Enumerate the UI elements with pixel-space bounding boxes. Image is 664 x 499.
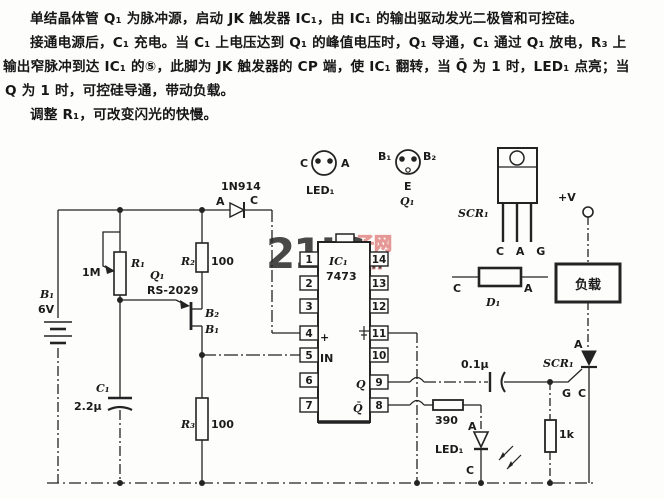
q1-label: Q₁ [150, 269, 164, 282]
scr1-label: SCR₁ [543, 357, 574, 370]
description-line-1: 单结晶体管 Q₁ 为脉冲源，启动 JK 触发器 IC₁，由 IC₁ 的输出驱动发… [30, 11, 584, 27]
scr1-package-pins: C A G [496, 245, 549, 258]
ic-pins-right: 14 13 12 11 10 9 8 [369, 251, 389, 413]
r1-label: R₁ [130, 257, 145, 270]
d1-anode-label: A [524, 282, 533, 295]
r3-value: 100 [211, 418, 234, 431]
description-line-2: 接通电源后，C₁ 充电。当 C₁ 上电压达到 Q₁ 的峰值电压时，Q₁ 导通，C… [30, 35, 627, 51]
led1-symbol: LED₁ A C [435, 420, 522, 477]
q1-pkg-e-label: E [404, 180, 412, 193]
scr1-gate-label: G [562, 387, 571, 400]
ic-pins-left: 1 2 3 4 5 6 7 [299, 251, 319, 413]
r3-label: R₃ [180, 418, 195, 431]
d1-package: C A D₁ [452, 266, 548, 309]
load-label: 负载 [575, 277, 601, 293]
resistor-1k: 1k [544, 419, 575, 453]
scr1-cathode-label: C [578, 387, 586, 400]
pin-1: 1 [305, 254, 312, 266]
q1-package-pinout: B₁ B₂ E Q₁ [378, 149, 436, 208]
led1-pkg-a-label: A [341, 157, 350, 170]
r1-value: 1M [82, 266, 101, 279]
ujt-q1: Q₁ RS-2029 B₂ B₁ [147, 269, 219, 336]
resistor-390: 390 [432, 399, 464, 427]
capacitor-0-1u: 0.1μ [461, 358, 506, 393]
battery-b1: B₁ 6V [38, 288, 72, 345]
pin-6: 6 [305, 375, 312, 387]
qbar-output-mark: Q̄ [353, 401, 363, 415]
pin-9: 9 [375, 377, 382, 389]
led1-pkg-name: LED₁ [306, 184, 335, 197]
scr1-package: SCR₁ C A G [458, 147, 549, 258]
q1-b1-label: B₁ [204, 323, 219, 336]
resistor-r2: R₂ 100 [180, 242, 234, 273]
ic-name: IC₁ [328, 255, 348, 268]
diode-cathode-label: C [250, 194, 258, 207]
r2-label: R₂ [180, 255, 195, 268]
d1-cathode-label: C [453, 282, 461, 295]
scr1-package-label: SCR₁ [458, 207, 489, 220]
diode-anode-label: A [216, 195, 225, 208]
supply-label: +V [558, 191, 576, 204]
q1-pkg-b1-label: B₁ [378, 150, 391, 163]
c1-value: 2.2μ [74, 400, 102, 413]
wires [47, 209, 597, 484]
c2-value: 0.1μ [461, 358, 489, 371]
mounting-hole-icon [509, 150, 525, 166]
pin-11: 11 [372, 328, 387, 340]
pin-10: 10 [372, 350, 387, 362]
led-light-arrows-icon [498, 445, 522, 470]
description-line-5: 调整 R₁，可改变闪光的快慢。 [30, 107, 218, 123]
emitter-arrow [180, 300, 190, 309]
battery-voltage: 6V [38, 303, 55, 316]
load-box: 负载 [554, 262, 622, 304]
ic-notch [335, 233, 355, 243]
scr1-symbol: SCR₁ A G C [543, 338, 597, 400]
pin-4: 4 [305, 328, 312, 340]
ic-part-number: 7473 [326, 270, 357, 283]
r5-value: 1k [559, 428, 575, 441]
wiper-arrow [105, 265, 115, 274]
capacitor-c1: C₁ 2.2μ [74, 382, 133, 413]
supply-terminal: +V [558, 191, 594, 218]
pin-14: 14 [372, 254, 387, 266]
description-line-4: Q 为 1 时，可控硅导通，带动负载。 [5, 83, 235, 99]
resistor-r3: R₃ 100 [180, 397, 234, 441]
pin-7: 7 [305, 400, 312, 412]
scr1-anode-label: A [574, 338, 583, 351]
q-output-mark: Q [356, 378, 366, 391]
q1-part-number: RS-2029 [147, 284, 199, 297]
pin-13: 13 [372, 278, 387, 290]
pin-3: 3 [305, 301, 312, 313]
pin-2: 2 [305, 278, 312, 290]
pin-5: 5 [305, 350, 312, 362]
description-line-3: 输出窄脉冲到达 IC₁ 的⑤，此脚为 JK 触发器的 CP 端，使 IC₁ 翻转… [3, 59, 630, 75]
pin-8: 8 [375, 400, 382, 412]
package-legs [501, 203, 533, 242]
diode-part-number: 1N914 [221, 180, 261, 193]
led1-cathode-label: C [466, 464, 474, 477]
potentiometer-r1: 1M R₁ [82, 251, 145, 296]
c1-label: C₁ [96, 382, 110, 395]
diode-1n914: 1N914 A C [216, 180, 261, 219]
d1-label: D₁ [485, 296, 500, 309]
vcc-plus-mark: + [320, 331, 329, 344]
led1-package-pinout: C A LED₁ [300, 150, 350, 197]
led1-pkg-c-label: C [300, 157, 308, 170]
q1-b2-label: B₂ [204, 307, 219, 320]
ground-mark-icon [359, 326, 369, 340]
junction-dots [117, 207, 553, 486]
pin-12: 12 [372, 301, 387, 313]
r2-value: 100 [211, 255, 234, 268]
ic1-7473: IC₁ 7473 1 2 3 4 5 6 7 [299, 233, 389, 424]
r4-value: 390 [435, 414, 458, 427]
led1-anode-label: A [468, 420, 477, 433]
q1-pkg-b2-label: B₂ [423, 150, 436, 163]
battery-label: B₁ [39, 288, 54, 301]
led1-label: LED₁ [435, 443, 464, 456]
clock-in-mark: IN [320, 352, 333, 365]
q1-pkg-name: Q₁ [400, 195, 414, 208]
